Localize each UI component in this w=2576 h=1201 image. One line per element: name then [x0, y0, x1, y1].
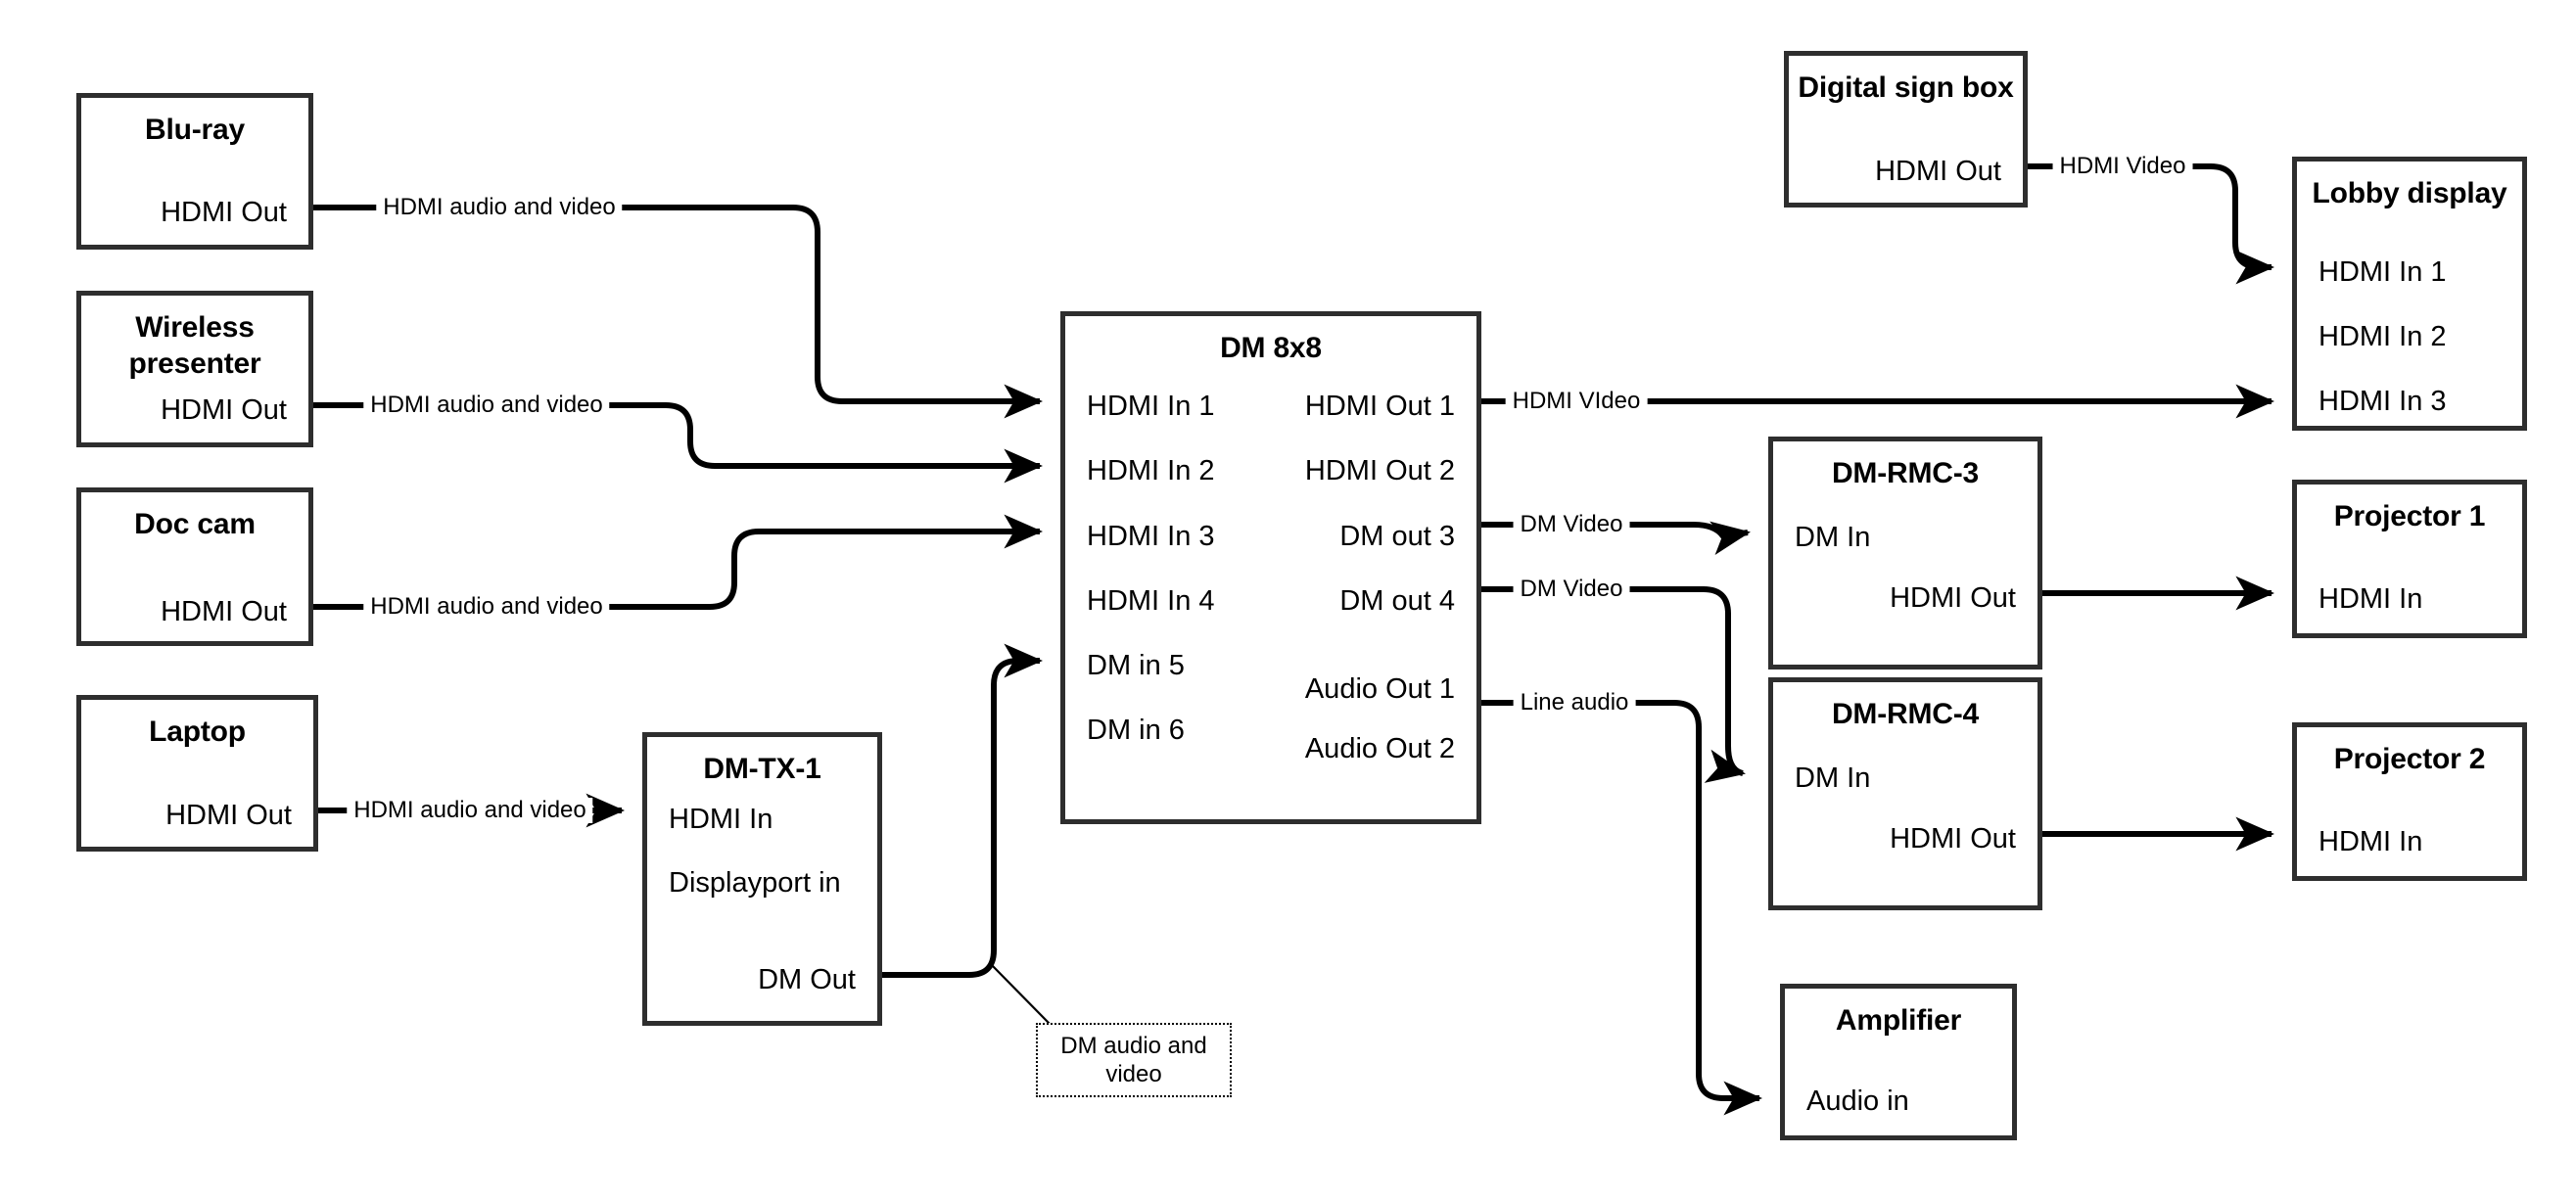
device-projector-1[interactable]: Projector 1 HDMI In: [2292, 480, 2527, 638]
port-bluray-hdmi-out[interactable]: HDMI Out: [161, 197, 287, 228]
port-lobby-display-hdmi-in-2[interactable]: HDMI In 2: [2318, 321, 2447, 352]
port-dm-8x8-hdmi-in-1[interactable]: HDMI In 1: [1087, 391, 1215, 422]
connection-wireless-to-in2: [313, 402, 1044, 484]
port-dm-tx-1-displayport-in[interactable]: Displayport in: [669, 867, 841, 899]
port-dm-8x8-dm-in-6[interactable]: DM in 6: [1087, 715, 1185, 746]
port-lobby-display-hdmi-in-3[interactable]: HDMI In 3: [2318, 386, 2447, 417]
connection-out4-to-rmc4: [1481, 586, 1746, 783]
wire-label-wireless-to-in2: HDMI audio and video: [363, 393, 610, 418]
port-dm-rmc-4-dm-in[interactable]: DM In: [1795, 762, 1871, 794]
device-dm-rmc-3[interactable]: DM-RMC-3 DM In HDMI Out: [1768, 437, 2042, 670]
port-dm-tx-1-hdmi-in[interactable]: HDMI In: [669, 804, 773, 835]
device-title: Amplifier: [1835, 1004, 1962, 1037]
port-dm-8x8-audio-out-2[interactable]: Audio Out 2: [1304, 733, 1455, 764]
device-title: Laptop: [149, 716, 246, 748]
device-title: Projector 1: [2333, 500, 2486, 532]
device-title: DM-TX-1: [703, 753, 821, 785]
port-laptop-hdmi-out[interactable]: HDMI Out: [165, 800, 292, 831]
device-title: Digital sign box: [1798, 71, 2014, 104]
wire-label-doccam-to-in3: HDMI audio and video: [363, 594, 610, 620]
dm-audio-video-leader: [991, 964, 1051, 1025]
device-title: DM 8x8: [1220, 332, 1322, 364]
wire-label-out4-to-rmc4: DM Video: [1513, 577, 1630, 602]
port-digital-sign-box-hdmi-out[interactable]: HDMI Out: [1875, 156, 2001, 187]
connection-doccam-to-in3: [313, 514, 1044, 610]
device-dm-rmc-4[interactable]: DM-RMC-4 DM In HDMI Out: [1768, 677, 2042, 910]
device-projector-2[interactable]: Projector 2 HDMI In: [2292, 722, 2527, 881]
port-projector-1-hdmi-in[interactable]: HDMI In: [2318, 583, 2423, 615]
port-dm-tx-1-dm-out[interactable]: DM Out: [758, 964, 856, 995]
port-wireless-presenter-hdmi-out[interactable]: HDMI Out: [161, 394, 287, 426]
wire-label-audio1-to-amp: Line audio: [1513, 690, 1636, 716]
port-dm-8x8-hdmi-in-2[interactable]: HDMI In 2: [1087, 455, 1215, 486]
port-dm-8x8-hdmi-in-3[interactable]: HDMI In 3: [1087, 521, 1215, 552]
port-lobby-display-hdmi-in-1[interactable]: HDMI In 1: [2318, 256, 2447, 288]
port-dm-rmc-3-hdmi-out[interactable]: HDMI Out: [1890, 582, 2016, 614]
port-dm-8x8-audio-out-1[interactable]: Audio Out 1: [1304, 673, 1455, 705]
port-dm-8x8-hdmi-out-1[interactable]: HDMI Out 1: [1304, 391, 1455, 422]
port-dm-rmc-3-dm-in[interactable]: DM In: [1795, 522, 1871, 553]
connection-tx1-to-in5: [882, 643, 1044, 978]
device-title: DM-RMC-4: [1831, 698, 1980, 730]
wire-label-out3-to-rmc3: DM Video: [1513, 512, 1630, 537]
wire-label-bluray-to-in1: HDMI audio and video: [376, 195, 623, 220]
device-title: Projector 2: [2333, 743, 2486, 775]
port-dm-8x8-dm-out-3[interactable]: DM out 3: [1339, 521, 1455, 552]
device-title: Blu-ray: [145, 114, 245, 146]
wire-label-out1-to-lobby-in3: HDMI VIdeo: [1505, 389, 1648, 414]
device-title: Wireless presenter: [128, 311, 261, 380]
port-amplifier-audio-in[interactable]: Audio in: [1806, 1086, 1909, 1117]
device-title: Lobby display: [2312, 177, 2507, 209]
port-dm-8x8-dm-out-4[interactable]: DM out 4: [1339, 585, 1455, 617]
port-dm-8x8-hdmi-in-4[interactable]: HDMI In 4: [1087, 585, 1215, 617]
port-dm-8x8-dm-in-5[interactable]: DM in 5: [1087, 650, 1185, 681]
device-title: DM-RMC-3: [1831, 457, 1980, 489]
port-dm-rmc-4-hdmi-out[interactable]: HDMI Out: [1890, 823, 2016, 855]
connection-sign-to-lobby-in1: [2028, 163, 2275, 285]
port-dm-8x8-hdmi-out-2[interactable]: HDMI Out 2: [1304, 455, 1455, 486]
port-doc-cam-hdmi-out[interactable]: HDMI Out: [161, 596, 287, 627]
callout-dm-audio-video: DM audio and video: [1036, 1023, 1232, 1097]
connection-audio1-to-amp: [1481, 700, 1763, 1116]
wire-label-sign-to-lobby-in1: HDMI Video: [2052, 154, 2193, 179]
device-title: Doc cam: [134, 508, 256, 540]
connection-bluray-to-in1: [313, 205, 1044, 419]
port-projector-2-hdmi-in[interactable]: HDMI In: [2318, 826, 2423, 857]
wire-label-laptop-to-tx1: HDMI audio and video: [347, 798, 593, 823]
connection-out3-to-rmc3: [1481, 521, 1751, 555]
